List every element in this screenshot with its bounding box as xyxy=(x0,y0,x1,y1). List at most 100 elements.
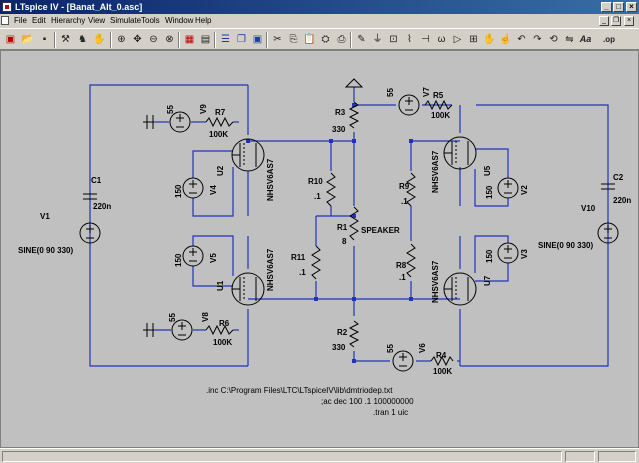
undo-icon[interactable]: ↶ xyxy=(517,34,526,45)
document-icon[interactable] xyxy=(1,16,9,25)
v6-source-symbol[interactable] xyxy=(392,350,414,372)
v2-value: 150 xyxy=(485,185,494,199)
redo-icon[interactable]: ↷ xyxy=(533,34,542,45)
capacitor-icon[interactable]: ⊣ xyxy=(421,34,430,45)
mdi-minimize-button[interactable]: _ xyxy=(599,16,609,26)
r11-resistor-symbol[interactable] xyxy=(311,245,321,280)
drag-icon[interactable]: ☝ xyxy=(499,34,512,45)
label-icon[interactable]: ⊡ xyxy=(389,34,398,45)
resistor-icon[interactable]: ⌇ xyxy=(407,34,412,45)
copy-icon[interactable]: ⎘ xyxy=(289,34,298,45)
rotate-icon[interactable]: ⟲ xyxy=(549,34,558,45)
open-icon[interactable]: 📂 xyxy=(21,34,34,45)
tran-directive[interactable]: .tran 1 uic xyxy=(373,408,408,417)
r5-name: R5 xyxy=(433,91,444,100)
spice-directive-icon[interactable]: .op xyxy=(603,35,615,44)
v8-source-symbol[interactable] xyxy=(171,319,193,341)
r3-resistor-symbol[interactable] xyxy=(348,101,360,129)
paste-icon[interactable]: 📋 xyxy=(303,34,316,45)
r10-resistor-symbol[interactable] xyxy=(326,172,336,207)
autorange-icon[interactable]: ▦ xyxy=(184,34,195,45)
save-icon[interactable]: ▪ xyxy=(42,34,47,45)
v3-source-symbol[interactable] xyxy=(497,242,519,264)
new-schematic-icon[interactable]: ▣ xyxy=(5,34,16,45)
schematic-canvas[interactable]: C1 220n V1 SINE(0 90 330) C2 220n V10 SI… xyxy=(0,50,639,448)
r5-resistor-symbol[interactable] xyxy=(424,99,453,111)
print-icon[interactable]: ⎙ xyxy=(337,34,346,45)
find-icon[interactable]: ⛭ xyxy=(321,34,330,45)
u5-value: NHSV6AS7 xyxy=(431,150,440,193)
control-panel-icon[interactable]: ⚒ xyxy=(61,34,70,45)
u2-tube-symbol[interactable] xyxy=(231,138,265,172)
ltspice-app-icon[interactable] xyxy=(2,2,12,12)
zoom-fit-icon[interactable]: ⊗ xyxy=(165,34,174,45)
v5-source-symbol[interactable] xyxy=(182,245,204,267)
r6-name: R6 xyxy=(219,319,230,328)
menu-tools[interactable]: Tools xyxy=(141,16,160,25)
ac-directive[interactable]: ;ac dec 100 .1 100000000 xyxy=(321,397,414,406)
c2-capacitor-symbol[interactable] xyxy=(601,183,615,190)
c2-value: 220n xyxy=(613,196,631,205)
u7-name: U7 xyxy=(483,275,492,286)
r8-resistor-symbol[interactable] xyxy=(406,243,416,278)
menu-simulate[interactable]: Simulate xyxy=(110,16,142,25)
v9-source-symbol[interactable] xyxy=(169,111,191,133)
menu-file[interactable]: File xyxy=(14,16,27,25)
r1-speaker-symbol[interactable] xyxy=(349,206,359,241)
r4-resistor-symbol[interactable] xyxy=(430,355,454,367)
status-pane-main xyxy=(2,451,562,462)
menu-hierarchy[interactable]: Hierarchy xyxy=(51,16,86,25)
run-icon[interactable]: ♞ xyxy=(78,34,87,45)
v6-name: V6 xyxy=(418,343,427,353)
diode-icon[interactable]: ▷ xyxy=(453,34,462,45)
r6-resistor-symbol[interactable] xyxy=(205,324,234,336)
component-icon[interactable]: ⊞ xyxy=(469,34,478,45)
close-all-icon[interactable]: ▣ xyxy=(252,34,263,45)
ground-icon[interactable]: ⏚ xyxy=(372,34,383,45)
v7-source-symbol[interactable] xyxy=(398,94,420,116)
r7-value: 100K xyxy=(209,130,228,139)
inductor-icon[interactable]: ω xyxy=(437,34,446,45)
tile-horizontal-icon[interactable]: ▤ xyxy=(200,34,211,45)
r7-resistor-symbol[interactable] xyxy=(205,116,234,128)
close-button[interactable]: × xyxy=(626,2,637,12)
menu-view[interactable]: View xyxy=(88,16,106,25)
zoom-in-icon[interactable]: ⊕ xyxy=(117,34,126,45)
include-directive[interactable]: .inc C:\Program Files\LTC\LTspiceIV\lib\… xyxy=(206,386,393,395)
text-icon[interactable]: Aa xyxy=(579,34,592,44)
v2-source-symbol[interactable] xyxy=(497,177,519,199)
status-pane-num xyxy=(598,451,636,462)
u1-tube-symbol[interactable] xyxy=(231,272,265,306)
minimize-button[interactable]: _ xyxy=(601,2,612,12)
spice-directives[interactable]: .inc C:\Program Files\LTC\LTspiceIV\lib\… xyxy=(206,386,414,417)
mdi-restore-button[interactable]: ❐ xyxy=(611,16,621,26)
u5-tube-symbol[interactable] xyxy=(443,136,477,170)
v1-value: SINE(0 90 330) xyxy=(18,246,73,255)
menu-help[interactable]: Help xyxy=(195,16,212,25)
r9-value: .1 xyxy=(401,197,408,206)
mirror-icon[interactable]: ⇋ xyxy=(565,34,574,45)
cascade-icon[interactable]: ❐ xyxy=(237,34,246,45)
v4-source-symbol[interactable] xyxy=(182,177,204,199)
menu-edit[interactable]: Edit xyxy=(32,16,46,25)
menu-window[interactable]: Window xyxy=(165,16,194,25)
mdi-close-button[interactable]: × xyxy=(624,16,634,26)
zoom-pan-icon[interactable]: ✥ xyxy=(133,34,142,45)
halt-icon[interactable]: ✋ xyxy=(93,34,106,45)
schematic-drawing[interactable]: C1 220n V1 SINE(0 90 330) C2 220n V10 SI… xyxy=(1,51,638,447)
tile-vertical-icon[interactable]: ☰ xyxy=(221,34,230,45)
cut-icon[interactable]: ✂ xyxy=(273,34,282,45)
r9-resistor-symbol[interactable] xyxy=(406,172,416,207)
title-bar[interactable]: LTspice IV - [Banat_Alt_0.asc] _ □ × xyxy=(0,0,639,14)
r2-resistor-symbol[interactable] xyxy=(348,320,360,348)
ground-icon xyxy=(143,115,154,129)
maximize-button[interactable]: □ xyxy=(613,2,624,12)
move-icon[interactable]: ✋ xyxy=(483,34,496,45)
r8-name: R8 xyxy=(396,261,407,270)
u7-tube-symbol[interactable] xyxy=(443,272,477,306)
v3-value: 150 xyxy=(485,249,494,263)
c1-capacitor-symbol[interactable] xyxy=(83,193,97,200)
wire-icon[interactable]: ✎ xyxy=(357,34,366,45)
zoom-out-icon[interactable]: ⊖ xyxy=(149,34,158,45)
v5-name: V5 xyxy=(209,253,218,263)
